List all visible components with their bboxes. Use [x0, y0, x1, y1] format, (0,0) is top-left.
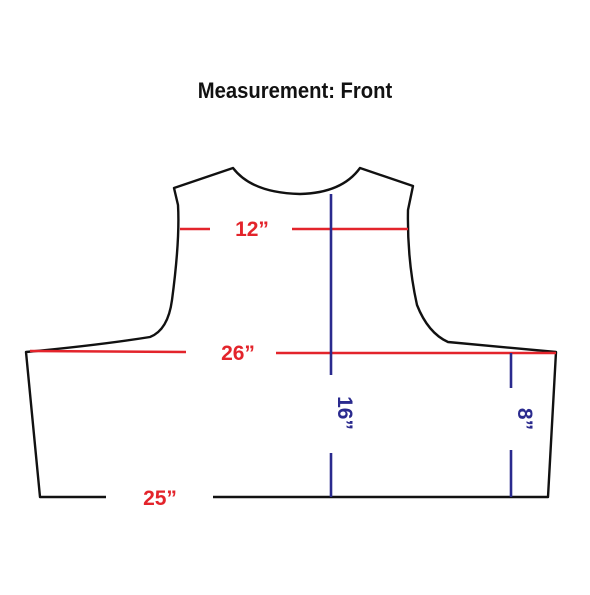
diagram-title: Measurement: Front — [197, 78, 393, 103]
side-height-label: 8” — [513, 408, 536, 430]
upper-width-label: 12” — [235, 218, 269, 241]
chest-width-label: 26” — [221, 342, 255, 365]
bottom-width-label: 25” — [143, 487, 177, 510]
center-height-label: 16” — [333, 396, 356, 430]
chest-width-line-left — [29, 349, 187, 354]
vest-outline — [24, 166, 558, 499]
